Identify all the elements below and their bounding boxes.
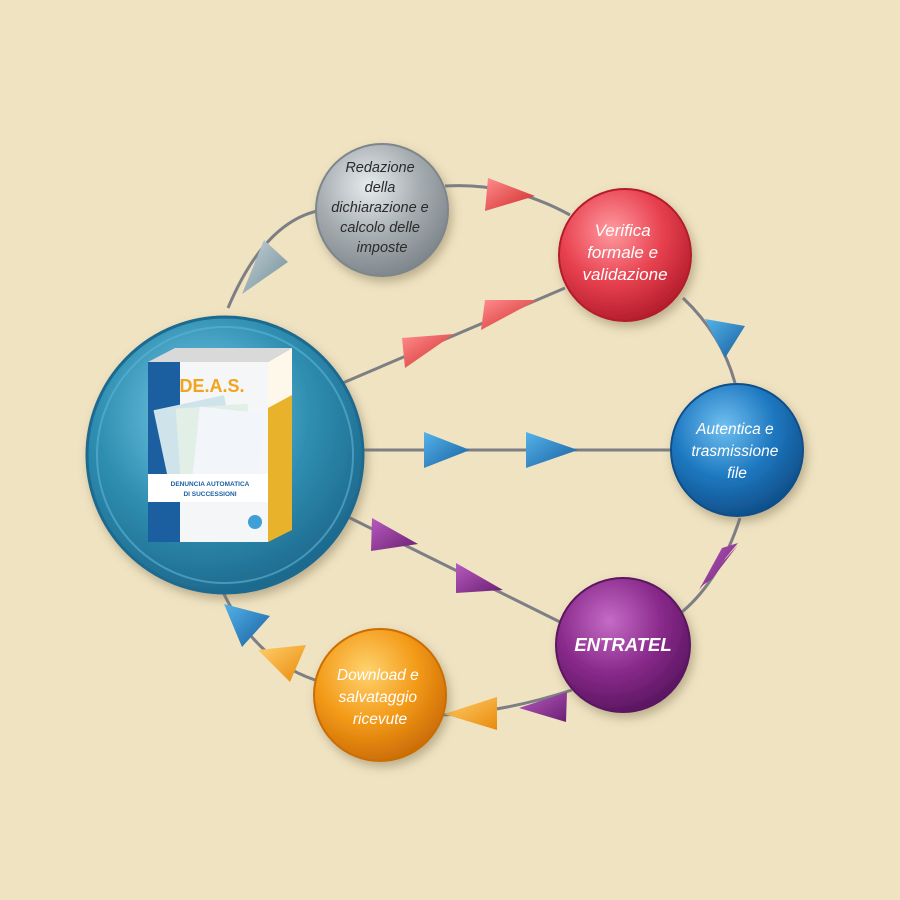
node-entratel: ENTRATEL <box>555 577 691 713</box>
product-box-doc-3 <box>192 406 266 484</box>
product-subtitle-1: DENUNCIA AUTOMATICA <box>171 481 250 488</box>
node-verifica: Verifica formale e validazione <box>558 188 692 322</box>
node-redazione-label: Redazione della dichiarazione e calcolo … <box>331 160 433 256</box>
arrow-red-3 <box>402 334 454 368</box>
arrow-teal-1 <box>224 604 270 647</box>
node-redazione-circle <box>315 143 449 277</box>
product-box-banner <box>148 474 268 502</box>
arrow-purple-2 <box>371 518 418 551</box>
node-redazione-line-5: imposte <box>357 240 408 256</box>
connector-main-to-redazione <box>226 208 323 309</box>
node-redazione: Redazione della dichiarazione e calcolo … <box>315 143 449 277</box>
node-download-line-1: Download e <box>337 667 419 684</box>
node-download-label: Download e salvataggio ricevute <box>337 667 423 728</box>
node-autentica-label: Autentica e trasmissione file <box>691 421 782 482</box>
arrow-blue-3 <box>526 432 578 468</box>
product-title: DE.A.S. <box>179 376 244 396</box>
arrow-gray-1 <box>242 240 288 294</box>
product-box-side-light <box>268 348 292 408</box>
node-autentica-circle <box>670 383 804 517</box>
node-redazione-line-4: calcolo delle <box>340 220 420 236</box>
node-verifica-line-1: Verifica <box>595 221 651 240</box>
connector-main-to-entratel <box>337 510 561 624</box>
product-logo <box>248 515 262 529</box>
node-entratel-line-1: ENTRATEL <box>574 634 671 655</box>
node-download-line-3: ricevute <box>353 711 408 728</box>
node-download-circle <box>313 628 447 762</box>
node-verifica-circle <box>558 188 692 322</box>
node-download: Download e salvataggio ricevute <box>313 628 447 762</box>
connector-download-to-main <box>220 589 316 682</box>
product-node: DE.A.S. DENUNCIA AUTOMATICA DI SUCCESSIO… <box>85 315 365 595</box>
node-redazione-line-1: Redazione <box>345 160 414 176</box>
node-redazione-line-3: dichiarazione e <box>331 200 429 216</box>
arrow-red-1 <box>485 178 535 211</box>
arrow-purple-1b <box>699 543 738 590</box>
node-download-line-2: salvataggio <box>339 689 418 706</box>
product-circle-inner-ring <box>96 326 354 584</box>
node-entratel-circle <box>555 577 691 713</box>
node-autentica-line-1: Autentica e <box>695 421 774 438</box>
arrow-blue-1 <box>705 319 745 358</box>
arrow-red-2 <box>481 300 537 330</box>
product-box-top <box>148 348 292 362</box>
arrow-purple-4 <box>519 692 567 722</box>
node-autentica: Autentica e trasmissione file <box>670 383 804 517</box>
node-verifica-label: Verifica formale e validazione <box>582 221 667 284</box>
node-verifica-line-2: formale e <box>587 243 658 262</box>
node-autentica-line-3: file <box>727 465 747 482</box>
product-subtitle-2: DI SUCCESSIONI <box>183 491 236 498</box>
arrow-orange-2 <box>258 645 306 682</box>
arrowheads <box>224 178 745 730</box>
arrow-orange-1 <box>444 697 497 730</box>
node-redazione-line-2: della <box>365 180 396 196</box>
node-verifica-line-3: validazione <box>582 265 667 284</box>
node-entratel-label: ENTRATEL <box>574 634 671 655</box>
arrow-blue-2 <box>424 432 470 468</box>
product-box: DE.A.S. DENUNCIA AUTOMATICA DI SUCCESSIO… <box>148 348 292 542</box>
arrow-purple-3 <box>456 563 503 593</box>
connector-autentica-to-entratel <box>681 517 742 614</box>
node-autentica-line-2: trasmissione <box>691 443 778 460</box>
